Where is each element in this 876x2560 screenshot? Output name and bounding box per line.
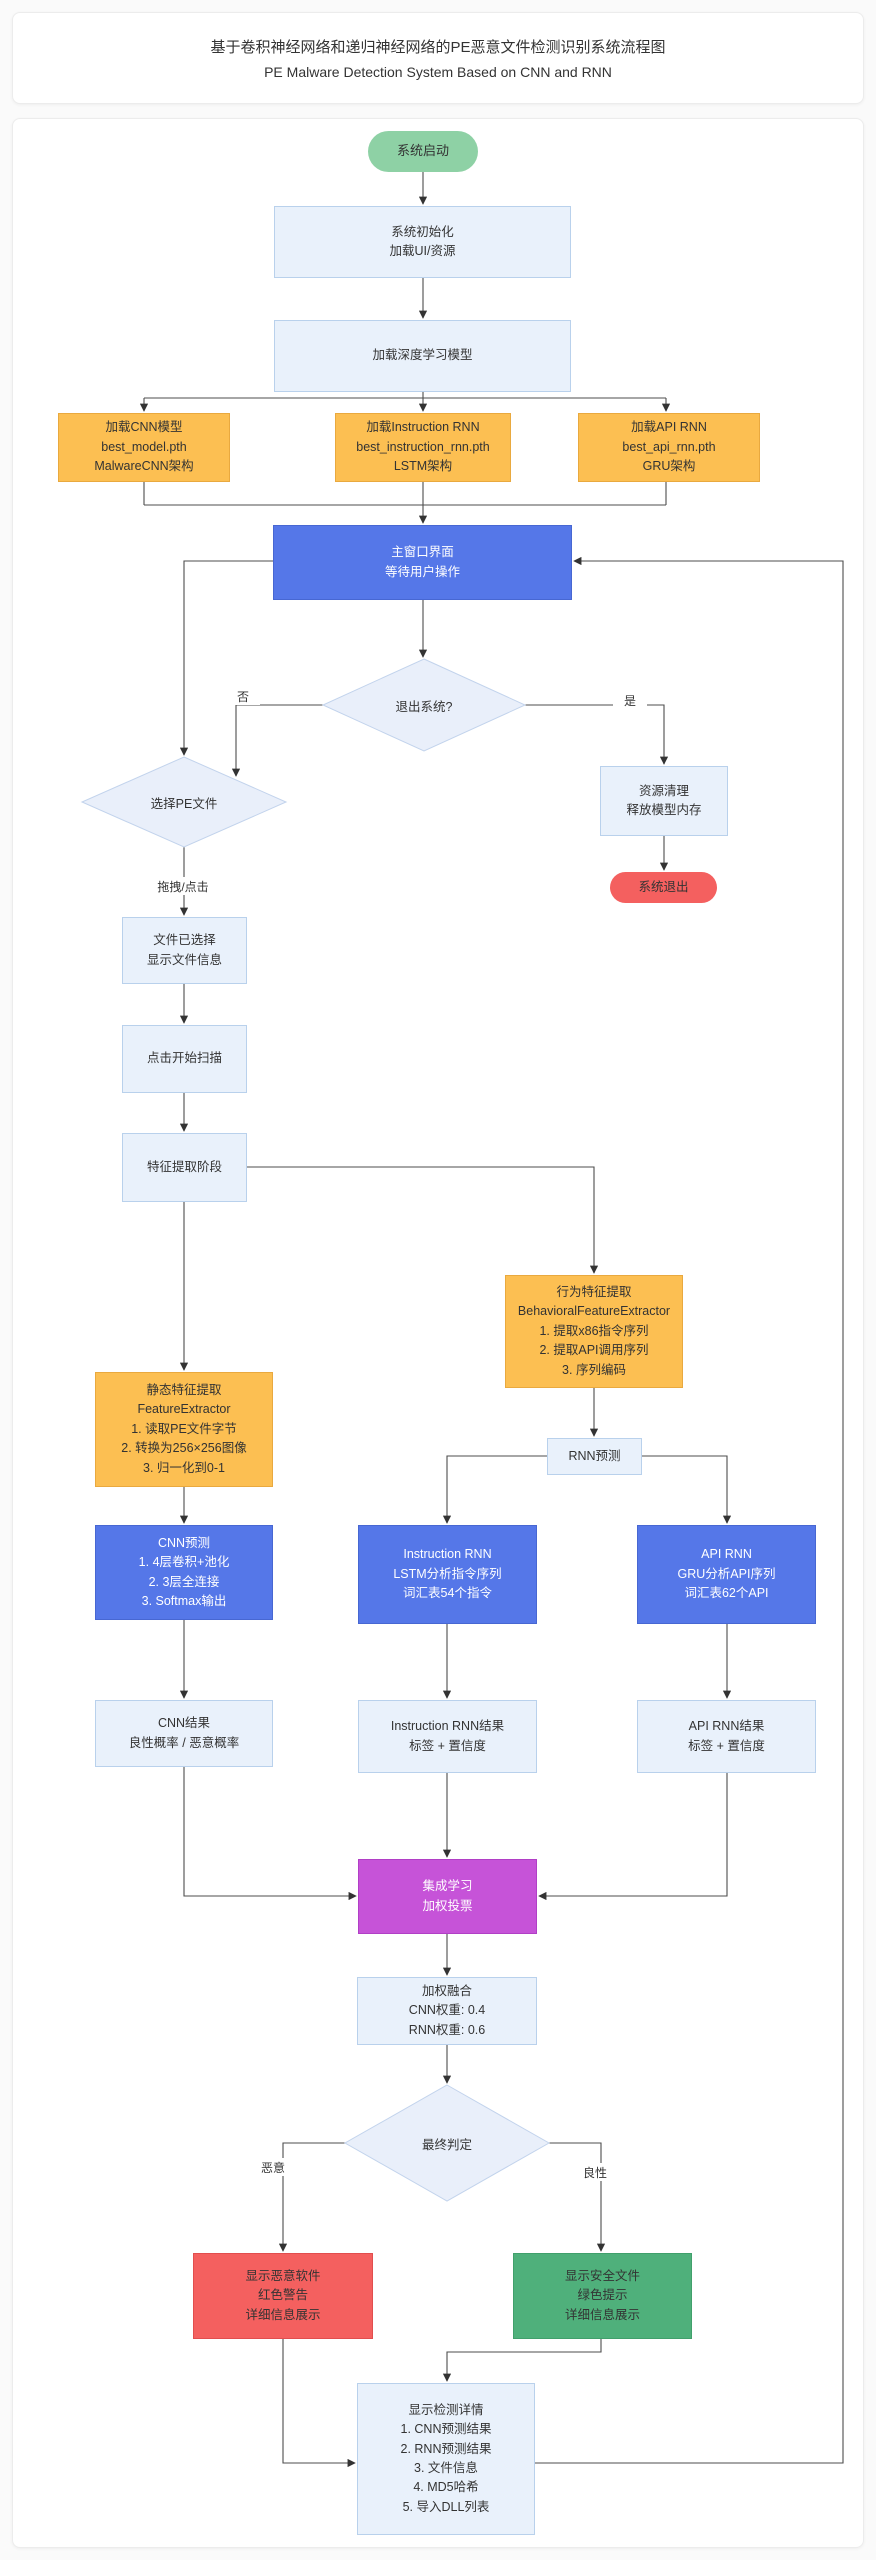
node-select-file: 选择PE文件 bbox=[150, 796, 218, 811]
node-load-api-rnn: 加载API RNN best_api_rnn.pth GRU架构 bbox=[578, 413, 760, 482]
node-feature-stage: 特征提取阶段 bbox=[122, 1133, 247, 1202]
node-final-decision: 最终判定 bbox=[421, 2137, 472, 2152]
node-file-selected: 文件已选择 显示文件信息 bbox=[122, 917, 247, 984]
node-main-window: 主窗口界面 等待用户操作 bbox=[273, 525, 572, 600]
node-weighted-fusion: 加权融合 CNN权重: 0.4 RNN权重: 0.6 bbox=[357, 1977, 537, 2045]
node-load-instruction-rnn: 加载Instruction RNN best_instruction_rnn.p… bbox=[335, 413, 511, 482]
node-cnn-result: CNN结果 良性概率 / 恶意概率 bbox=[95, 1700, 273, 1767]
node-rnn-predict: RNN预测 bbox=[547, 1438, 642, 1475]
node-system-exit: 系统退出 bbox=[610, 872, 717, 903]
edge-label-yes: 是 bbox=[613, 691, 647, 709]
node-cleanup: 资源清理 释放模型内存 bbox=[600, 766, 728, 836]
node-malware-result: 显示恶意软件 红色警告 详细信息展示 bbox=[193, 2253, 373, 2339]
node-start-scan: 点击开始扫描 bbox=[122, 1025, 247, 1093]
edge-label-drag-click: 拖拽/点击 bbox=[141, 877, 225, 895]
node-detail-view: 显示检测详情 1. CNN预测结果 2. RNN预测结果 3. 文件信息 4. … bbox=[357, 2383, 535, 2535]
node-instruction-rnn: Instruction RNN LSTM分析指令序列 词汇表54个指令 bbox=[358, 1525, 537, 1624]
node-load-models: 加载深度学习模型 bbox=[274, 320, 571, 392]
edge-label-no: 否 bbox=[226, 687, 260, 705]
edge-label-benign: 良性 bbox=[563, 2163, 627, 2181]
node-start: 系统启动 bbox=[368, 131, 478, 172]
title-card: 基于卷积神经网络和递归神经网络的PE恶意文件检测识别系统流程图 PE Malwa… bbox=[12, 12, 864, 104]
node-api-rnn-result: API RNN结果 标签 + 置信度 bbox=[637, 1700, 816, 1773]
node-cnn-predict: CNN预测 1. 4层卷积+池化 2. 3层全连接 3. Softmax输出 bbox=[95, 1525, 273, 1620]
node-init: 系统初始化 加载UI/资源 bbox=[274, 206, 571, 278]
node-safe-result: 显示安全文件 绿色提示 详细信息展示 bbox=[513, 2253, 692, 2339]
node-api-rnn: API RNN GRU分析API序列 词汇表62个API bbox=[637, 1525, 816, 1624]
node-behavioral-extract: 行为特征提取 BehavioralFeatureExtractor 1. 提取x… bbox=[505, 1275, 683, 1388]
node-instruction-rnn-result: Instruction RNN结果 标签 + 置信度 bbox=[358, 1700, 537, 1773]
node-static-extract: 静态特征提取 FeatureExtractor 1. 读取PE文件字节 2. 转… bbox=[95, 1372, 273, 1487]
node-load-cnn: 加载CNN模型 best_model.pth MalwareCNN架构 bbox=[58, 413, 230, 482]
page-title: 基于卷积神经网络和递归神经网络的PE恶意文件检测识别系统流程图 bbox=[210, 39, 666, 56]
edge-label-malicious: 恶意 bbox=[241, 2158, 305, 2176]
node-ensemble: 集成学习 加权投票 bbox=[358, 1859, 537, 1934]
page-subtitle: PE Malware Detection System Based on CNN… bbox=[264, 64, 612, 80]
node-exit-decision: 退出系统? bbox=[395, 699, 453, 714]
